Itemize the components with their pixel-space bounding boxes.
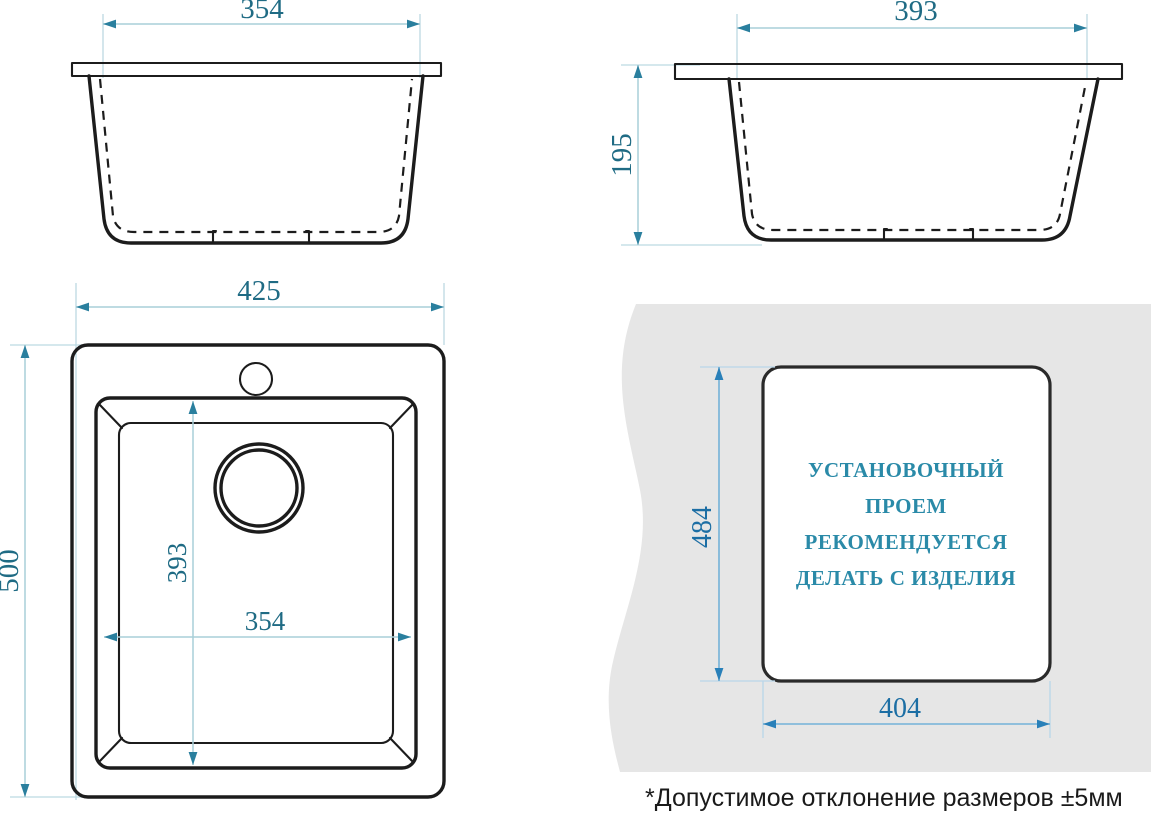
side-width-label: 393 (894, 0, 938, 27)
front-notch-right (304, 229, 311, 245)
overall-width-label: 425 (237, 275, 281, 307)
cutout-rectangle (761, 365, 1052, 683)
front-elevation-view: 354 (70, 0, 443, 245)
plan-bowl-inner (117, 421, 395, 745)
cutout-note-line-4: ДЕЛАТЬ С ИЗДЕЛИЯ (796, 566, 1016, 590)
cutout-note-line-2: ПРОЕМ (865, 494, 947, 518)
front-bowl-outline (87, 74, 425, 245)
tolerance-footnote: *Допустимое отклонение размеров ±5мм (645, 784, 1123, 812)
front-width-label: 354 (240, 0, 284, 25)
plan-drain-inner (219, 448, 299, 528)
side-rim (673, 62, 1124, 81)
side-notch-right (968, 227, 975, 242)
cutout-note-line-1: УСТАНОВОЧНЫЙ (808, 458, 1004, 482)
top-plan-view: 425 500 393 354 (0, 275, 446, 800)
overall-length-label: 500 (0, 549, 25, 593)
plan-corner-tr (388, 402, 415, 430)
bowl-length-label: 393 (162, 543, 192, 584)
plan-bowl-outer (94, 396, 418, 770)
cutout-width-label: 404 (879, 693, 921, 724)
side-depth-label: 195 (606, 133, 638, 177)
plan-corner-bl (97, 736, 124, 764)
side-bowl-hidden (737, 81, 1088, 232)
side-notch-left (882, 227, 889, 242)
plan-corner-tl (97, 402, 124, 430)
plan-drain-outer (213, 442, 305, 534)
side-elevation-view: 393 195 (606, 0, 1124, 246)
front-notch-left (211, 229, 218, 245)
countertop-cutout-view: УСТАНОВОЧНЫЙ ПРОЕМ РЕКОМЕНДУЕТСЯ ДЕЛАТЬ … (608, 304, 1151, 772)
plan-sink-outline (70, 343, 446, 799)
front-rim (70, 61, 443, 78)
cutout-note-line-3: РЕКОМЕНДУЕТСЯ (805, 530, 1008, 554)
bowl-width-label: 354 (245, 606, 286, 636)
side-bowl-outline (727, 77, 1100, 242)
front-bowl-hidden (98, 78, 414, 234)
plan-faucet-hole (238, 361, 274, 397)
cutout-height-label: 484 (687, 506, 718, 548)
plan-corner-br (388, 736, 415, 764)
